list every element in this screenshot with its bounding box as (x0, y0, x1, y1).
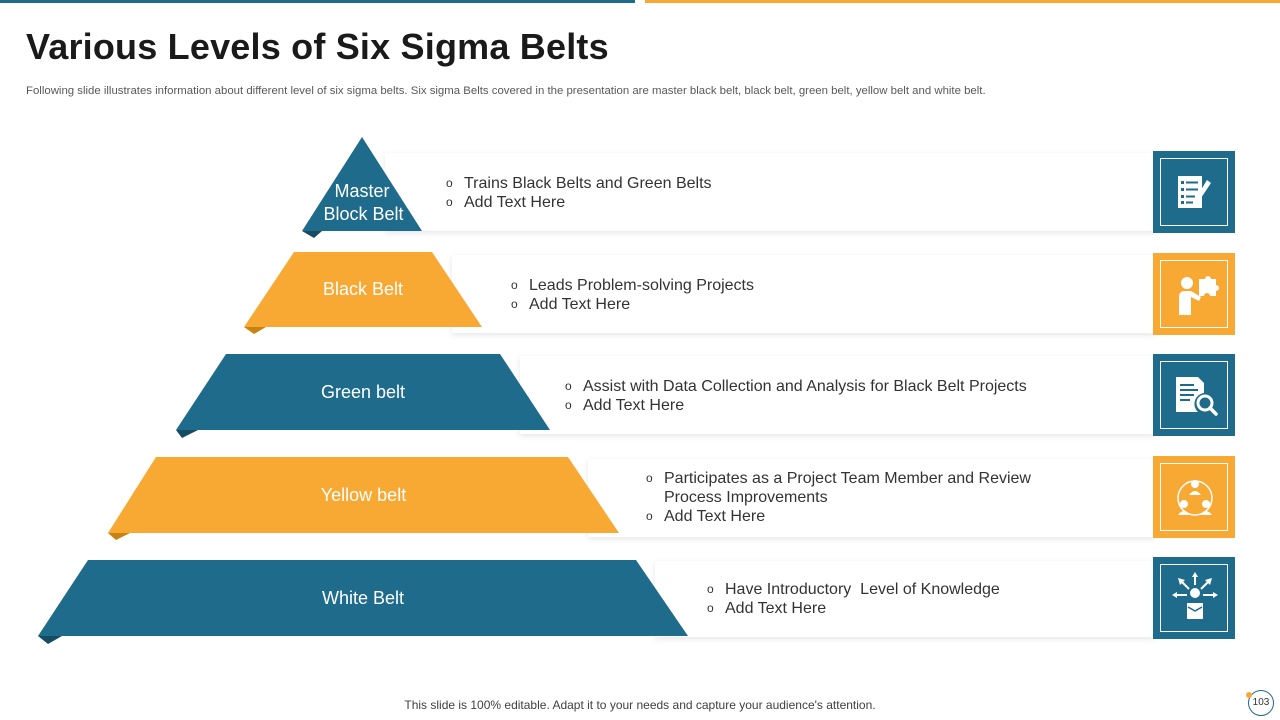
green-trapezoid (176, 354, 550, 430)
black-trapezoid (244, 252, 482, 327)
green-fold (176, 430, 198, 438)
master-fold (302, 231, 322, 238)
checklist-pen-icon (1178, 176, 1211, 208)
bullet-icon: o (646, 509, 653, 523)
page-subtitle: Following slide illustrates information … (26, 85, 986, 97)
icon-box-master (1153, 151, 1235, 233)
learner-ideas-icon (1172, 572, 1218, 619)
top-accent-bar-orange (645, 0, 1280, 3)
yellow-fold (108, 533, 130, 540)
master-triangle (302, 137, 422, 231)
belt-label-white: White Belt (321, 588, 405, 608)
bullet-icon: o (565, 398, 572, 412)
page-number-dot (1246, 692, 1252, 698)
belt-label-master-line1: Master (334, 181, 390, 201)
row-card-master (385, 153, 1155, 231)
icon-box-yellow (1153, 456, 1235, 538)
team-network-icon (1177, 480, 1213, 516)
white-trapezoid (38, 560, 688, 636)
black-fold (244, 327, 266, 334)
bullet-icon: o (565, 379, 572, 393)
icon-box-black (1153, 253, 1235, 335)
row-card-yellow (588, 459, 1155, 537)
top-accent-bar-blue (0, 0, 635, 3)
bullet-icon: o (511, 297, 518, 311)
bullet-icon: o (446, 195, 453, 209)
footer-note: This slide is 100% editable. Adapt it to… (404, 698, 876, 712)
row-card-black (452, 255, 1155, 333)
row-card-green (520, 356, 1155, 434)
row-card-white (655, 561, 1155, 637)
belt-label-black: Black Belt (322, 279, 404, 299)
icon-box-green (1153, 354, 1235, 436)
belt-label-yellow: Yellow belt (320, 485, 407, 505)
page-number: 103 (1248, 690, 1274, 716)
belt-pyramid (38, 137, 688, 644)
belt-label-master-line2: Block Belt (323, 204, 404, 224)
white-fold (38, 636, 62, 644)
icon-box-white (1153, 557, 1235, 639)
yellow-trapezoid (108, 457, 619, 533)
bullet-icon: o (707, 601, 714, 615)
bullet-icon: o (446, 176, 453, 190)
belt-label-master: Master Block Belt (302, 180, 422, 226)
page-title: Various Levels of Six Sigma Belts (26, 26, 609, 67)
bullet-icon: o (646, 471, 653, 485)
bullet-icon: o (707, 582, 714, 596)
person-puzzle-icon (1179, 276, 1219, 315)
belt-label-green: Green belt (320, 382, 406, 402)
bullet-icon: o (511, 278, 518, 292)
document-search-icon (1176, 377, 1218, 416)
